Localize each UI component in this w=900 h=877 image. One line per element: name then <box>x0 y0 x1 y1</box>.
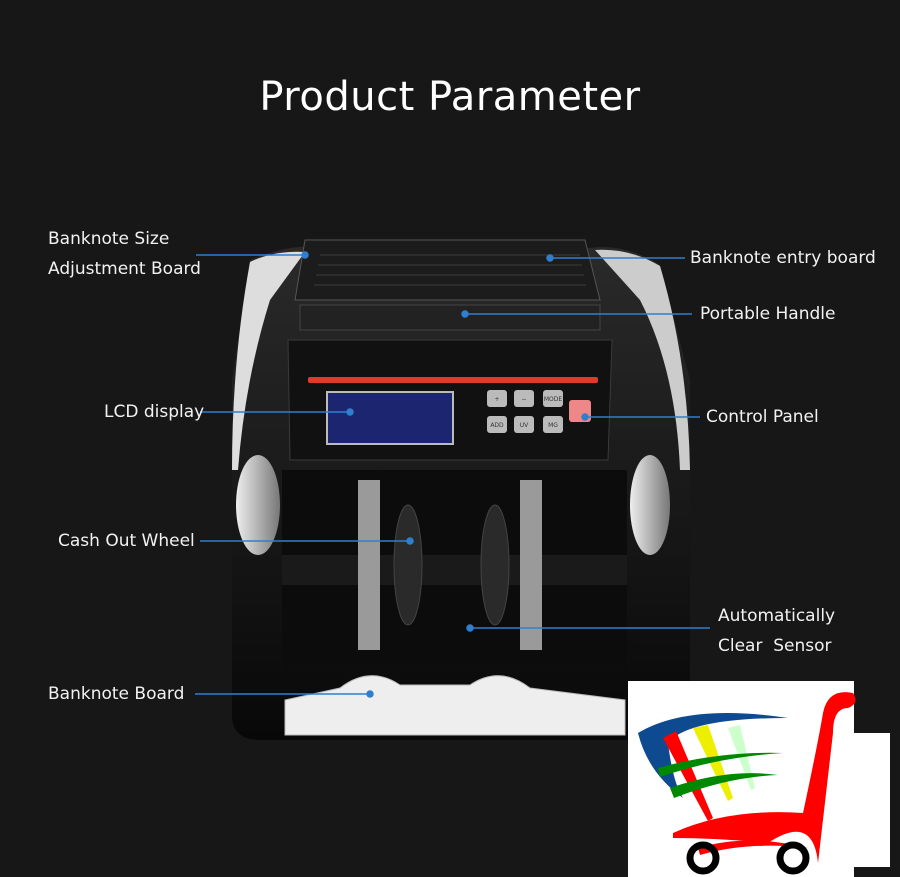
cart-wheel-right <box>776 841 810 875</box>
left-guide <box>358 480 380 650</box>
cart-wheel-left <box>686 841 720 875</box>
label-size-adjust-line1: Banknote Size <box>48 229 170 249</box>
button-minus: − <box>521 396 526 403</box>
right-guide <box>520 480 542 650</box>
left-side-light <box>236 455 280 555</box>
label-size-adjust-line2: Adjustment Board <box>48 259 201 279</box>
portable-handle <box>299 304 601 331</box>
label-control-panel: Control Panel <box>706 407 819 427</box>
button-mg: MG <box>548 422 558 429</box>
page-title: Product Parameter <box>259 74 641 120</box>
label-sensor-line1: Automatically <box>718 606 836 626</box>
label-cash-out: Cash Out Wheel <box>58 531 195 551</box>
label-entry-board: Banknote entry board <box>690 248 876 268</box>
button-add: ADD <box>490 422 504 429</box>
shopping-cart-logo <box>628 681 890 877</box>
callout-lines <box>195 251 710 698</box>
lcd-display <box>326 391 454 445</box>
label-sensor-line2: Clear Sensor <box>718 636 832 656</box>
right-side-light <box>630 455 670 555</box>
label-sensor: Automatically Clear Sensor <box>718 601 835 661</box>
button-plus: + <box>494 396 499 403</box>
red-strip <box>308 377 598 383</box>
label-handle: Portable Handle <box>700 304 836 324</box>
control-buttons <box>487 390 563 433</box>
label-lcd: LCD display <box>104 402 205 422</box>
label-size-adjust: Banknote Size Adjustment Board <box>48 224 201 284</box>
button-uv: UV <box>520 422 529 429</box>
button-mode: MODE <box>544 396 563 403</box>
cash-out-wheel-left <box>393 504 423 626</box>
label-banknote-board: Banknote Board <box>48 684 185 704</box>
cash-out-wheel-right <box>480 504 510 626</box>
